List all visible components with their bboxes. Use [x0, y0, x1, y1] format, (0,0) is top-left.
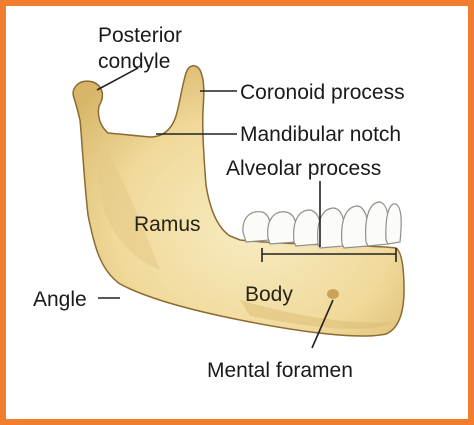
teeth-row [242, 201, 402, 249]
label-angle: Angle [33, 288, 87, 311]
tooth [341, 205, 370, 249]
mental-foramen-hole [327, 289, 339, 299]
label-body: Body [245, 283, 293, 306]
label-ramus: Ramus [134, 213, 201, 236]
label-mandibular-notch: Mandibular notch [240, 123, 402, 146]
tooth [293, 209, 322, 247]
label-alveolar-process: Alveolar process [226, 157, 382, 180]
leader-lines [96, 67, 397, 349]
tooth [385, 203, 402, 245]
label-coronoid-process: Coronoid process [240, 81, 405, 104]
body-shading [240, 300, 392, 329]
label-mental-foramen: Mental foramen [207, 359, 353, 382]
label-posterior-condyle-line2: condyle [98, 50, 171, 73]
tooth [242, 211, 272, 243]
tooth [317, 207, 346, 249]
leader-posterior-condyle [96, 67, 139, 91]
tooth [365, 201, 390, 247]
ramus-shading [98, 140, 160, 270]
tooth [267, 211, 298, 245]
label-posterior-condyle-line1: Posterior [98, 24, 183, 47]
leader-mental-foramen [311, 299, 334, 349]
